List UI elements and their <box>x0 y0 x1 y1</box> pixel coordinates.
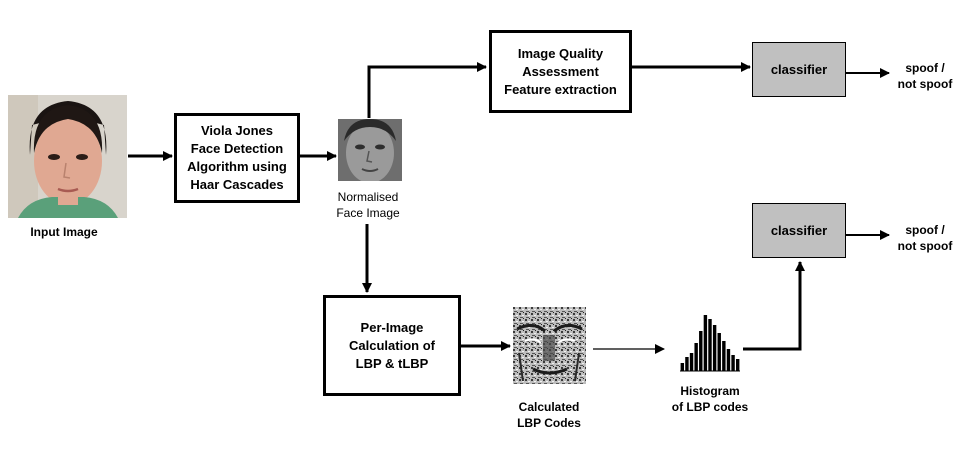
histogram-bar <box>726 349 731 371</box>
histogram-bar <box>685 357 689 371</box>
arrow-face-to-iqa <box>367 62 487 118</box>
histogram-bar <box>703 315 708 371</box>
histogram-bar <box>708 319 712 371</box>
spoof-output-top: spoof / not spoof <box>897 61 953 91</box>
histogram-label: Histogram of LBP codes <box>671 384 749 414</box>
classifier-top-box: classifier <box>752 42 846 97</box>
arrow-histogram-to-classifier <box>743 261 805 351</box>
histogram-bar <box>717 333 721 371</box>
lbp-calculation-box: Per-Image Calculation of LBP & tLBP <box>323 295 461 396</box>
viola-jones-box: Viola Jones Face Detection Algorithm usi… <box>174 113 300 203</box>
face-photo-icon <box>8 95 127 218</box>
histogram-bar <box>735 359 740 371</box>
histogram-bar <box>731 355 735 371</box>
histogram-bar <box>694 343 698 371</box>
histogram-bar <box>689 353 694 371</box>
spoof-output-bottom: spoof / not spoof <box>897 223 953 253</box>
histogram-bar <box>680 363 685 371</box>
lbp-texture-icon <box>513 307 586 384</box>
classifier-bottom-box: classifier <box>752 203 846 258</box>
histogram-bar <box>712 325 717 371</box>
calculated-lbp-label: Calculated LBP Codes <box>517 400 581 430</box>
input-image-label: Input Image <box>30 225 98 239</box>
iqa-box: Image Quality Assessment Feature extract… <box>489 30 632 113</box>
normalised-face-label: Normalised Face Image <box>336 190 400 220</box>
histogram-bars-icon <box>680 315 740 372</box>
histogram-bar <box>722 341 726 371</box>
histogram-bar <box>699 331 703 371</box>
grayscale-face-icon <box>338 119 402 181</box>
